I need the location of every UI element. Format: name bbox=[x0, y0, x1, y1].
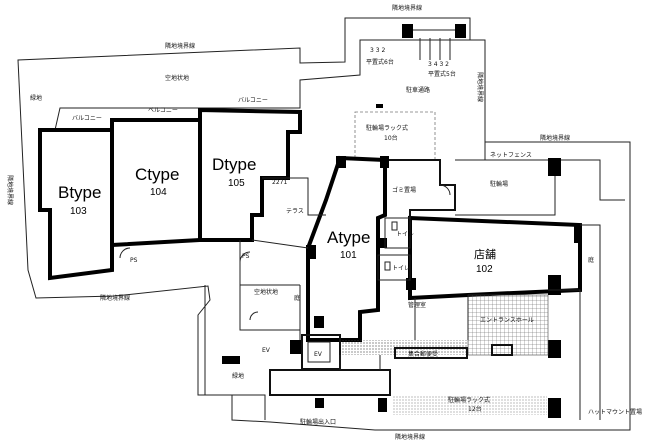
label-parking-nums-a: 3 3 2 bbox=[370, 47, 385, 54]
label-terrace-num: 2271 bbox=[272, 179, 287, 186]
bike-rack-marker bbox=[376, 104, 383, 108]
label-empty-lot-top: 空地状地 bbox=[165, 74, 189, 82]
unit-d-outline bbox=[198, 107, 302, 242]
pillar bbox=[306, 245, 316, 259]
label-shop-side: 庭 bbox=[588, 256, 594, 264]
label-balcony-b: バルコニー bbox=[72, 115, 102, 122]
label-bottom-sign: ハットマウント置場 bbox=[588, 408, 642, 416]
shop-type: 店舗 bbox=[474, 247, 496, 261]
lower-bike-zone bbox=[392, 395, 547, 415]
label-greenery-bottom: 緑地 bbox=[232, 372, 244, 380]
label-parking-a: 平置式6台 bbox=[366, 58, 394, 66]
pillar bbox=[548, 275, 561, 295]
label-boundary-bottom: 隣地境界線 bbox=[395, 433, 425, 441]
label-bike-area: 駐輪場 bbox=[490, 180, 508, 188]
right-boundary-line bbox=[484, 142, 625, 201]
lower-structure bbox=[269, 369, 391, 396]
label-garden: 庭 bbox=[294, 294, 300, 302]
door-arc bbox=[439, 184, 451, 196]
pillar bbox=[336, 156, 346, 168]
door-arc bbox=[119, 247, 131, 259]
pillar bbox=[378, 238, 387, 248]
label-balcony-d: バルコニー bbox=[238, 97, 268, 104]
label-boundary-upper-left: 隣地境界線 bbox=[165, 42, 195, 50]
unit-c-number: 104 bbox=[150, 187, 167, 198]
entrance-passage bbox=[414, 289, 581, 420]
label-boundary-left: 隣地境界線 bbox=[6, 175, 14, 205]
label-bike-count: 10台 bbox=[384, 134, 398, 142]
label-greenery-top: 緑地 bbox=[30, 94, 42, 102]
unit-d-number: 105 bbox=[228, 178, 245, 189]
label-vacant-lot: 空地状地 bbox=[254, 288, 278, 296]
label-parking-nums-b: 3 4 3 2 bbox=[428, 61, 449, 68]
label-sidewalk-parking: 駐輪場ラック式 bbox=[448, 396, 490, 404]
unit-d-type: Dtype bbox=[212, 155, 256, 174]
label-ev: EV bbox=[314, 351, 323, 358]
label-toilet-b: トイレ bbox=[392, 265, 410, 272]
toilet-fixture bbox=[384, 261, 391, 271]
unit-b-outline bbox=[38, 128, 114, 281]
label-boundary-mid-right: 隣地境界線 bbox=[540, 134, 570, 142]
label-ps-a: PS bbox=[130, 257, 138, 264]
unit-a-outline bbox=[306, 155, 387, 342]
label-balcony-c: ベルコニー bbox=[148, 107, 178, 114]
toilet-box bbox=[377, 254, 411, 281]
annex-right bbox=[455, 159, 556, 216]
unit-a-number: 101 bbox=[340, 250, 357, 261]
unit-b-type: Btype bbox=[58, 183, 101, 202]
terrace-line bbox=[262, 177, 326, 216]
elevator-car bbox=[307, 341, 331, 363]
mailbox-strip bbox=[394, 347, 468, 359]
label-pantry: 管理室 bbox=[408, 301, 426, 309]
parking-block-a bbox=[402, 24, 413, 38]
garden-walls bbox=[239, 239, 309, 340]
label-boundary-top: 隣地境界線 bbox=[392, 4, 422, 12]
toilet-fixture bbox=[391, 221, 398, 231]
site-boundary bbox=[17, 17, 631, 431]
unit-a-type: Atype bbox=[327, 228, 370, 247]
label-sidewalk-count: 12台 bbox=[468, 405, 482, 413]
door-arc bbox=[249, 311, 259, 321]
pillar bbox=[315, 398, 324, 408]
pillar bbox=[314, 316, 324, 328]
label-bottom-note: EV bbox=[262, 347, 271, 354]
label-bike-parking: 駐輪場ラック式 bbox=[366, 124, 408, 132]
annex-outline bbox=[385, 159, 456, 218]
shop-right-wall bbox=[580, 224, 601, 420]
label-trunk-room: 集合郵便受 bbox=[408, 350, 438, 358]
pillar bbox=[574, 225, 582, 243]
pillar bbox=[548, 340, 561, 358]
label-bottom-gate: 駐輪場出入口 bbox=[300, 418, 336, 426]
label-boundary-lower-left: 隣地境界線 bbox=[100, 294, 130, 302]
pillar bbox=[222, 356, 240, 364]
mailbox-small bbox=[491, 344, 513, 356]
lower-corridor bbox=[339, 355, 381, 370]
pillar bbox=[548, 398, 561, 418]
shop-number: 102 bbox=[476, 264, 493, 275]
label-mesh-fence: ネットフェンス bbox=[490, 152, 532, 159]
label-boundary-right: 隣地境界線 bbox=[476, 72, 484, 102]
label-garbage: ゴミ置場 bbox=[392, 186, 416, 194]
inner-boundary bbox=[54, 39, 470, 131]
label-bike-passage: 駐車通路 bbox=[406, 86, 430, 94]
door-arc bbox=[239, 251, 251, 263]
pillar bbox=[548, 158, 561, 176]
pillar bbox=[290, 340, 302, 354]
label-ps-b: PS bbox=[242, 253, 250, 260]
label-parking-b: 平置式5台 bbox=[428, 70, 456, 78]
lower-inner-boundary bbox=[204, 285, 266, 420]
label-terrace: テラス bbox=[286, 208, 304, 215]
unit-c-type: Ctype bbox=[135, 165, 179, 184]
pillar bbox=[378, 398, 387, 412]
unit-b-number: 103 bbox=[70, 206, 87, 217]
parking-block-b bbox=[455, 24, 466, 38]
toilet-box bbox=[384, 217, 411, 249]
pillar bbox=[380, 156, 389, 168]
pillar bbox=[406, 278, 416, 290]
parking-stall-lines bbox=[413, 29, 455, 60]
label-lobby: エントランスホール bbox=[480, 317, 534, 324]
label-toilet-a: トイレ bbox=[396, 231, 414, 238]
